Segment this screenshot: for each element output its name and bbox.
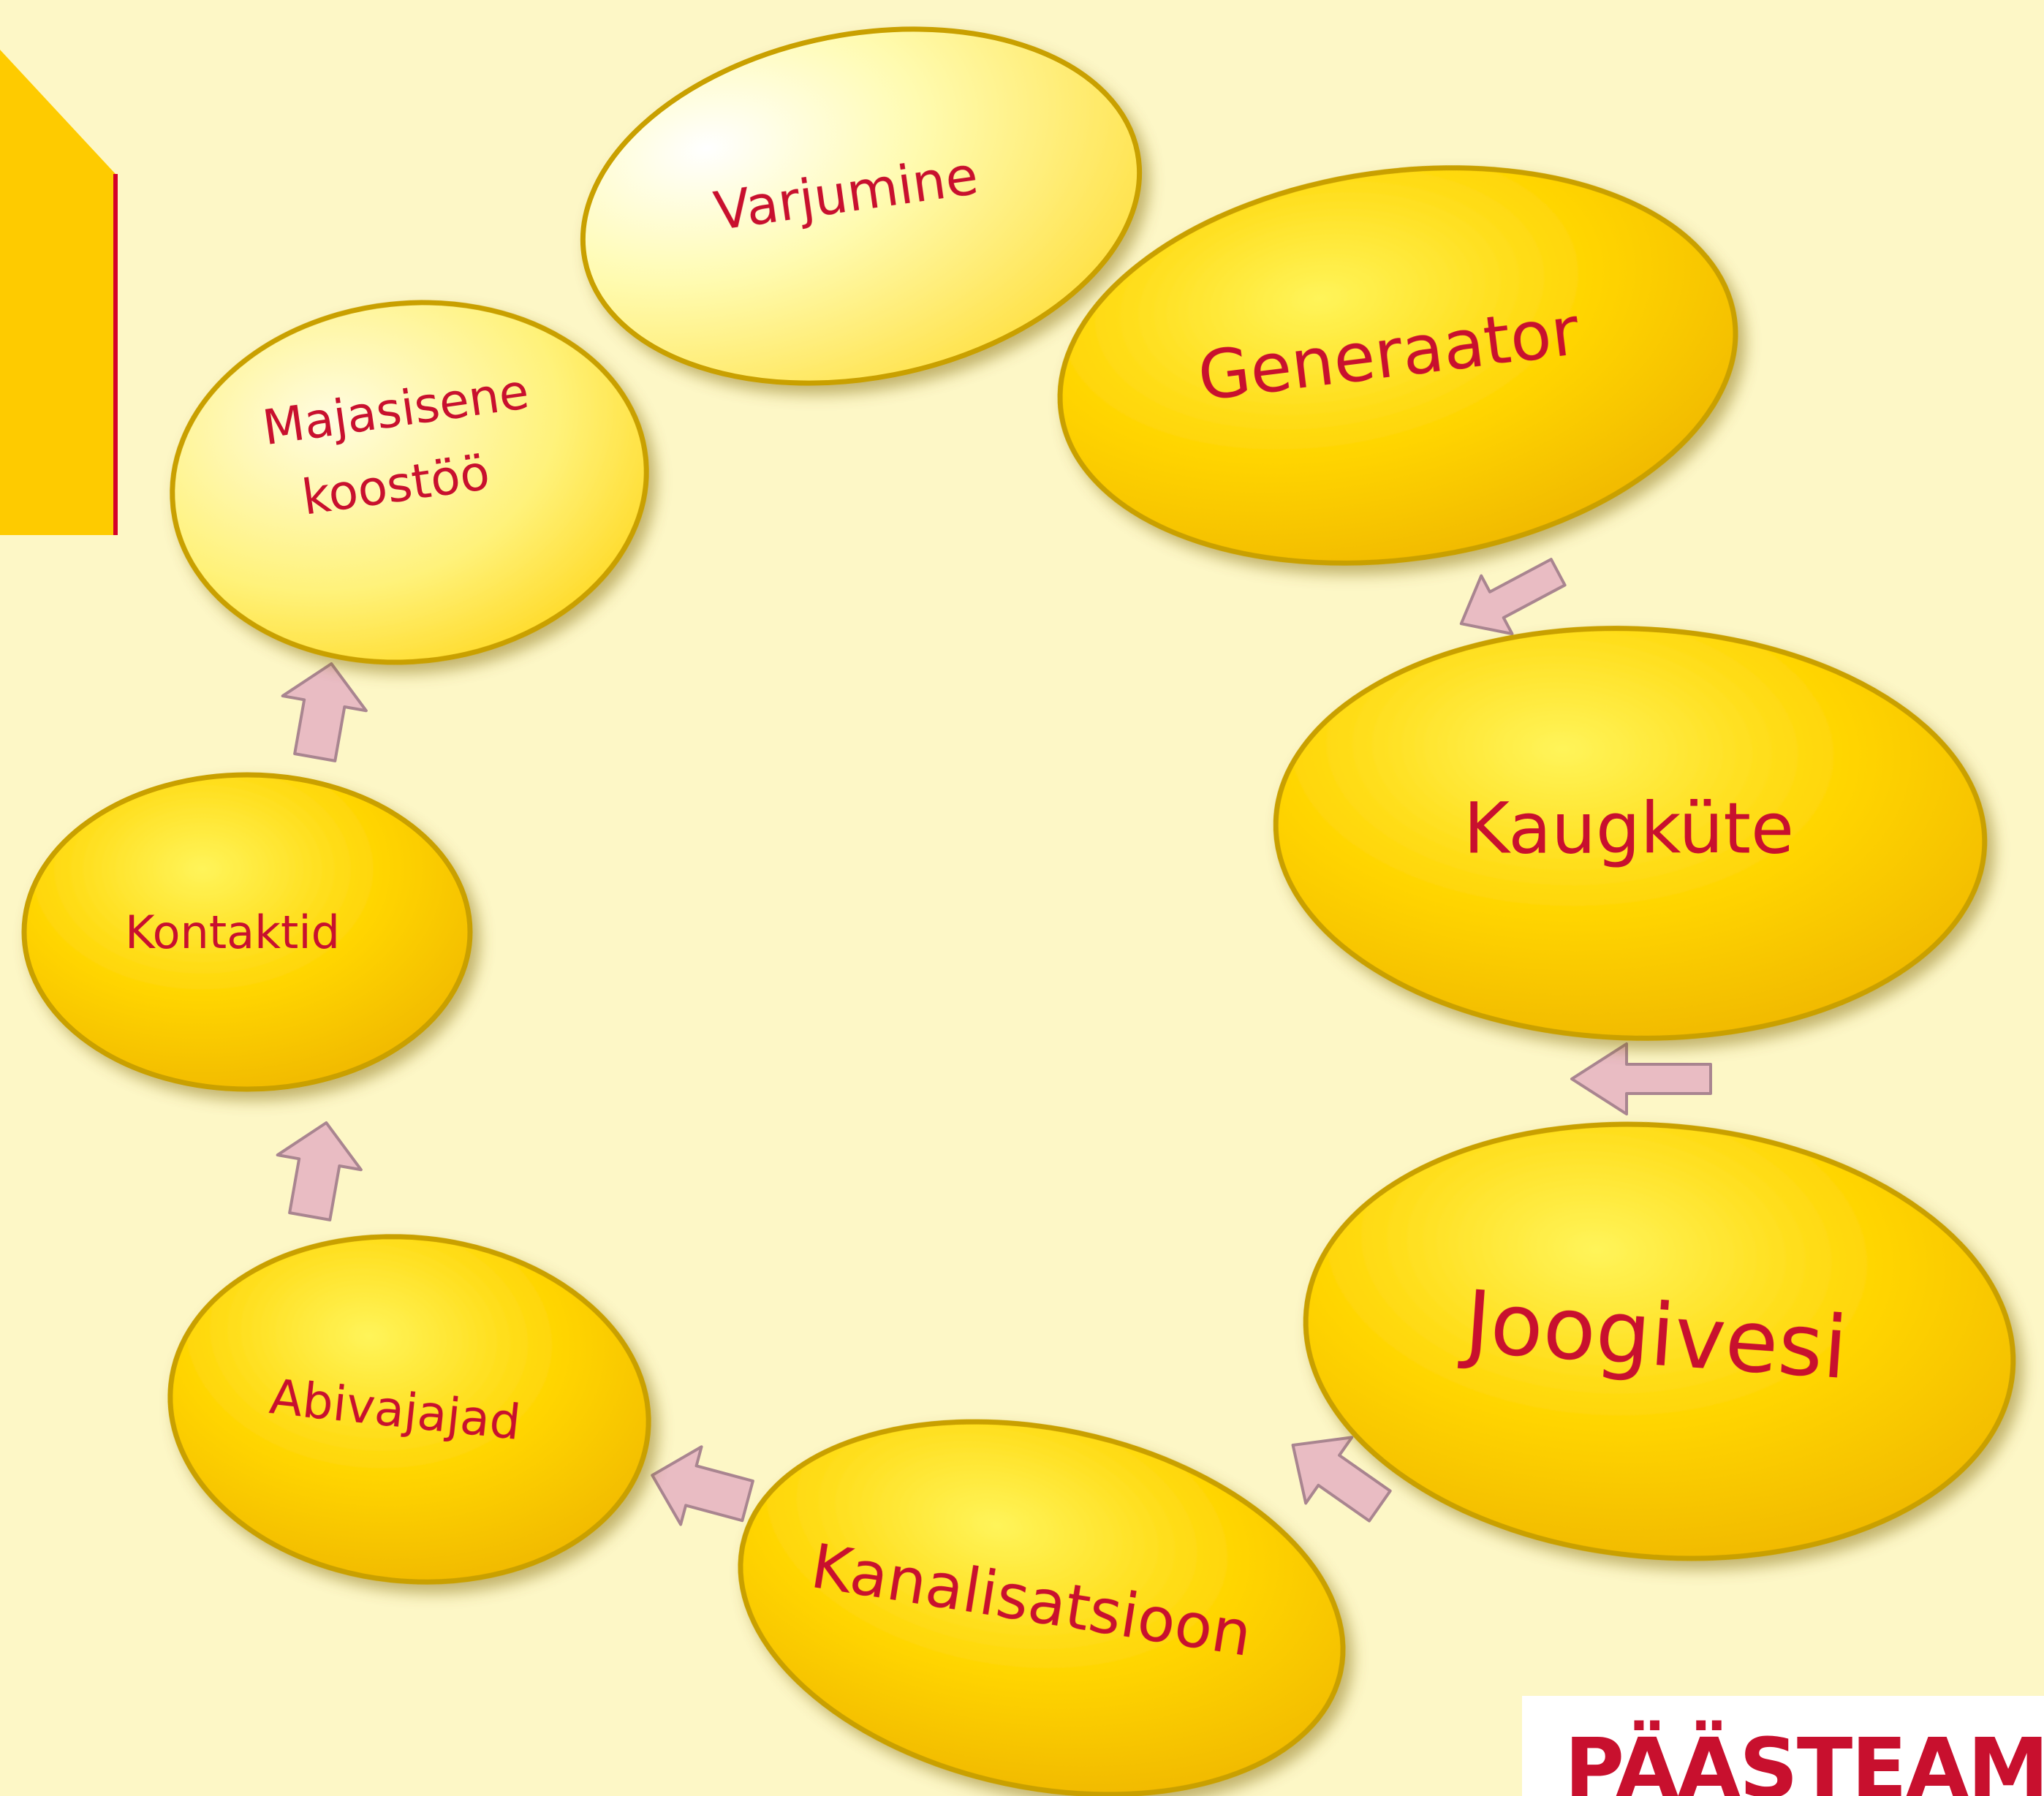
arrow-kontaktid-to-majasisene	[281, 662, 368, 762]
node-joogivesi	[1303, 1121, 2016, 1561]
arrow-abivajajad-to-kontaktid	[276, 1121, 363, 1221]
node-kaugkute	[1273, 626, 1988, 1041]
arrow-joogivesi-to-kanalisatsioon	[1291, 1436, 1392, 1523]
logo-text: PÄÄSTEAMET	[1564, 1721, 2044, 1796]
node-abivajajad	[167, 1234, 651, 1585]
node-kanalisatsioon	[738, 1419, 1346, 1796]
node-label-kontaktid: Kontaktid	[125, 906, 340, 959]
corner-shape	[0, 50, 116, 535]
arrow-generaator-to-kaugkute	[1459, 558, 1567, 636]
node-majasisene	[170, 300, 649, 665]
node-kontaktid	[21, 772, 473, 1092]
arrow-kaugkute-to-joogivesi	[1570, 1042, 1712, 1115]
node-generaator	[1057, 165, 1738, 566]
arrow-kanalisatsioon-to-abivajajad	[651, 1445, 754, 1526]
paasteamet-logo: PÄÄSTEAMET	[1522, 1696, 2044, 1796]
node-varjumine	[580, 26, 1143, 386]
node-label-kaugkute: Kaugküte	[1464, 787, 1794, 869]
